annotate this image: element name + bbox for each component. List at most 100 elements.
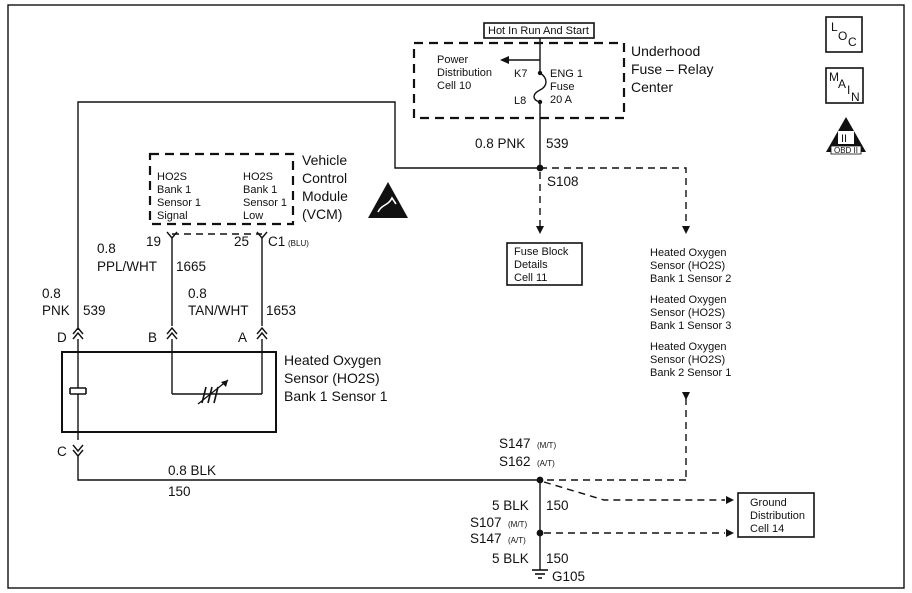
main-badge-n: N [851, 90, 860, 104]
other-sensors-arrow-icon [682, 226, 690, 234]
other-sensor-3-line-2: Sensor (HO2S) [650, 354, 725, 366]
sensor-pin-b: B [148, 330, 157, 345]
heater-element-icon [69, 387, 87, 395]
vcm-pin-25: 25 [234, 234, 249, 249]
fuse-block-line-3: Cell 11 [514, 272, 547, 284]
fuse-block-box [506, 242, 583, 286]
vcm-right-line-2: Bank 1 [243, 184, 277, 196]
sensing-element-icon [197, 379, 229, 405]
vcm-left-line-4: Signal [157, 210, 188, 222]
ground-dist-line-3: Cell 14 [750, 523, 784, 535]
hot-in-run-banner-box [483, 22, 595, 39]
pin-c-connector-icon [72, 444, 84, 458]
sensor-title-3: Bank 1 Sensor 1 [284, 388, 388, 404]
power-distribution-line-2: Distribution [437, 67, 492, 79]
fuse-icon [533, 72, 547, 103]
loc-badge-c: C [848, 35, 857, 49]
other-sensor-1-line-3: Bank 1 Sensor 2 [650, 273, 731, 285]
s162-label: S162 [499, 454, 531, 469]
tan-wht-gauge: 0.8 [188, 286, 207, 301]
ground-distribution-box [737, 492, 815, 538]
tan-wht-circuit: 1653 [266, 303, 296, 318]
vcm-title-3: Module [302, 188, 348, 204]
sensor-title-1: Heated Oxygen [284, 352, 381, 368]
ppl-wht-color: PPL/WHT [97, 259, 157, 274]
pnk-539-top-label: 0.8 PNK [475, 136, 525, 151]
fuse-block-arrow-icon [536, 226, 544, 234]
left-pnk-color: PNK [42, 303, 70, 318]
fuse-center-dashed-box [412, 41, 626, 120]
s147-bottom-note: (A/T) [508, 536, 526, 545]
vcm-dashed-box [148, 152, 295, 226]
fuse-center-title-3: Center [631, 79, 673, 95]
fuse-line-3: 20 A [550, 94, 573, 106]
main-badge-i: I [847, 83, 850, 97]
vcm-title-2: Control [302, 170, 347, 186]
loc-badge[interactable]: L O C [825, 16, 863, 53]
fuse-center-title-1: Underhood [631, 43, 700, 59]
main-badge-a: A [838, 77, 846, 91]
sensor-pin-a: A [238, 330, 247, 345]
s107-label: S107 [470, 515, 502, 530]
other-sensor-3-line-3: Bank 2 Sensor 1 [650, 367, 731, 379]
s108-label: S108 [547, 174, 579, 189]
other-sensors-connector-icon [682, 392, 690, 400]
underhood-fuse-relay-center: Hot In Run And Start Power Distribution … [412, 22, 713, 120]
tan-wht-color: TAN/WHT [188, 303, 249, 318]
other-sensor-2-line-1: Heated Oxygen [650, 294, 726, 306]
sensor-pin-c: C [57, 444, 67, 459]
blk-circuit: 150 [168, 484, 191, 499]
s147-top-label: S147 [499, 436, 531, 451]
vcm-left-line-3: Sensor 1 [157, 197, 201, 209]
blk5-upper-label: 5 BLK [492, 498, 529, 513]
ground-dist-line-1: Ground [750, 497, 787, 509]
ppl-wht-gauge: 0.8 [97, 241, 116, 256]
power-distribution-line-1: Power [437, 54, 469, 66]
s107-s147-splice-dot [536, 529, 544, 537]
ground-dist-arrow-upper-icon [726, 496, 734, 504]
ho2s-bank1-sensor1: D B A Heated Oxygen Sensor (HO2S) Bank 1… [57, 326, 388, 459]
ground-icon [532, 569, 548, 579]
sensor-title-2: Sensor (HO2S) [284, 370, 380, 386]
vcm-right-line-3: Sensor 1 [243, 197, 287, 209]
fuse-block-line-2: Details [514, 259, 548, 271]
pin-b-connector-icon [166, 326, 178, 340]
left-pnk-circuit: 539 [83, 303, 106, 318]
vcm-left-line-2: Bank 1 [157, 184, 191, 196]
blk-gauge-color: 0.8 BLK [168, 463, 216, 478]
ppl-wht-circuit: 1665 [176, 259, 206, 274]
fuse-line-2: Fuse [550, 81, 574, 93]
ground-dist-line-2: Distribution [750, 510, 805, 522]
vcm-connector-color: (BLU) [288, 239, 309, 248]
other-sensor-1-line-2: Sensor (HO2S) [650, 260, 725, 272]
main-badge-m: M [829, 70, 839, 84]
vcm-left-line-1: HO2S [157, 171, 187, 183]
vcm-right-line-4: Low [243, 210, 263, 222]
l8-label: L8 [514, 95, 526, 107]
left-pnk-gauge: 0.8 [42, 286, 61, 301]
diagram-frame [7, 4, 905, 589]
other-sensor-2-line-2: Sensor (HO2S) [650, 307, 725, 319]
power-distribution-line-3: Cell 10 [437, 80, 471, 92]
esd-sensitive-icon [368, 182, 408, 218]
pin-a-connector-icon [256, 326, 268, 340]
obd-badge-label: OBD II [834, 146, 858, 155]
other-sensor-2-line-3: Bank 1 Sensor 3 [650, 320, 731, 332]
pin-25-connector-icon [256, 231, 268, 240]
obd-ii-badge[interactable]: II OBD II [826, 117, 866, 155]
sensor-pin-d: D [57, 330, 67, 345]
main-badge[interactable]: M A I N [825, 67, 864, 104]
pnk-539-top-circuit: 539 [546, 136, 569, 151]
fuse-line-1: ENG 1 [550, 68, 583, 80]
fuse-center-title-2: Fuse – Relay [631, 61, 713, 77]
k7-label: K7 [514, 68, 527, 80]
other-sensor-1-line-1: Heated Oxygen [650, 247, 726, 259]
ground-dist-arrow-lower-icon [726, 529, 734, 537]
vcm-title-4: (VCM) [302, 206, 342, 222]
pin-d-connector-icon [72, 326, 84, 340]
vcm-connector-c1: C1 [268, 234, 285, 249]
loc-badge-l: L [831, 20, 838, 34]
hot-in-run-banner: Hot In Run And Start [488, 25, 589, 37]
s107-note: (M/T) [508, 520, 527, 529]
